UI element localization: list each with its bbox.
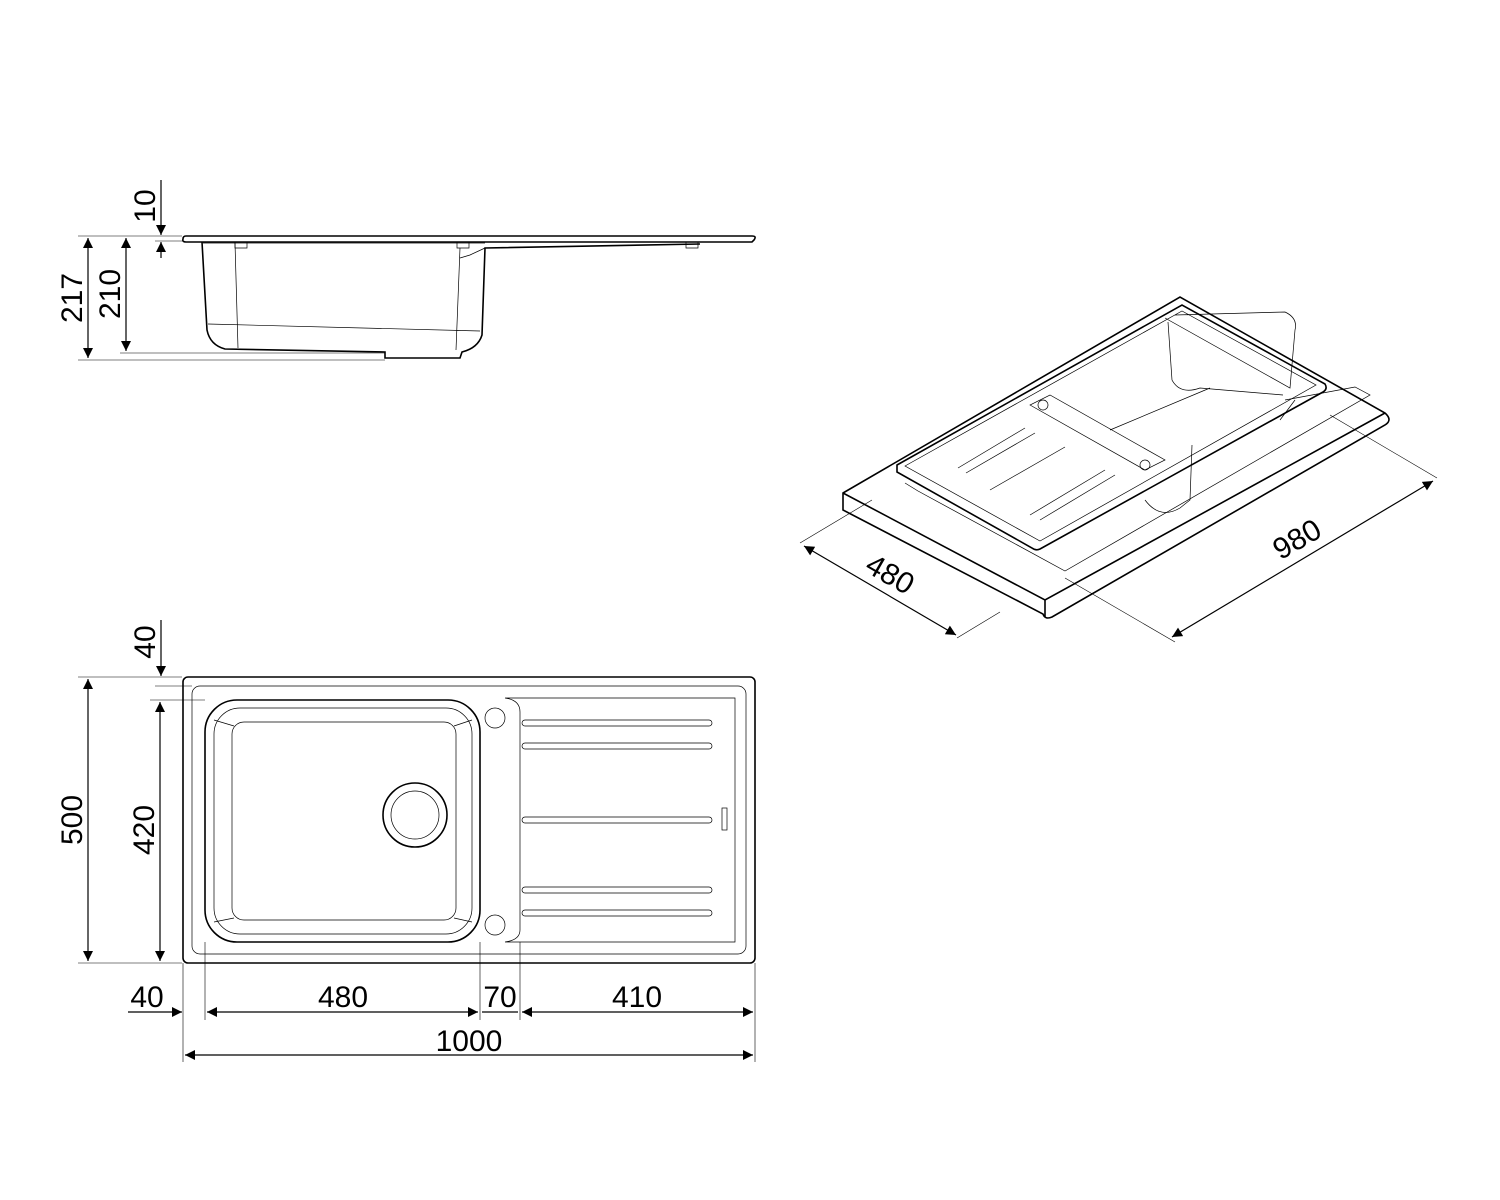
dim-line-iso-480 bbox=[803, 545, 957, 636]
dim-label-iso-980: 980 bbox=[1267, 513, 1327, 567]
dim-label-217: 217 bbox=[56, 273, 89, 323]
dim-label-420: 420 bbox=[128, 805, 161, 855]
dim-label-70: 70 bbox=[483, 981, 516, 1014]
side-rim bbox=[182, 235, 756, 243]
dim-label-410: 410 bbox=[612, 981, 662, 1014]
dim-label-1000: 1000 bbox=[436, 1025, 503, 1058]
side-clips bbox=[234, 242, 699, 249]
sink-plate-iso bbox=[896, 304, 1327, 551]
drainer-outline bbox=[504, 697, 736, 943]
sink-outline bbox=[182, 676, 756, 964]
drainer-grooves-iso bbox=[957, 427, 1116, 521]
overflow-bottom bbox=[484, 914, 506, 936]
dim-label-480: 480 bbox=[318, 981, 368, 1014]
dim-label-500: 500 bbox=[56, 795, 89, 845]
dim-label-iso-480: 480 bbox=[860, 548, 920, 602]
bowl-outer bbox=[204, 699, 481, 943]
side-view: 217 210 10 bbox=[56, 180, 756, 361]
dim-label-40-left: 40 bbox=[130, 981, 163, 1014]
drain-inner bbox=[390, 790, 440, 840]
top-view: 500 420 40 40 480 70 410 1000 bbox=[56, 620, 756, 1062]
countertop bbox=[842, 296, 1390, 619]
bowl-iso bbox=[1109, 321, 1296, 513]
side-bowl bbox=[201, 241, 701, 359]
drain-outer bbox=[382, 782, 448, 848]
drainer-grooves bbox=[521, 719, 728, 917]
dim-label-10: 10 bbox=[129, 189, 162, 222]
iso-view: 480 980 bbox=[799, 296, 1438, 643]
dim-line-iso-980 bbox=[1171, 480, 1434, 638]
overflow-top bbox=[484, 707, 506, 729]
dim-label-40-top: 40 bbox=[129, 625, 162, 658]
dim-label-210: 210 bbox=[94, 269, 127, 319]
bowl-inner bbox=[231, 721, 457, 921]
divider-iso bbox=[1029, 394, 1166, 471]
